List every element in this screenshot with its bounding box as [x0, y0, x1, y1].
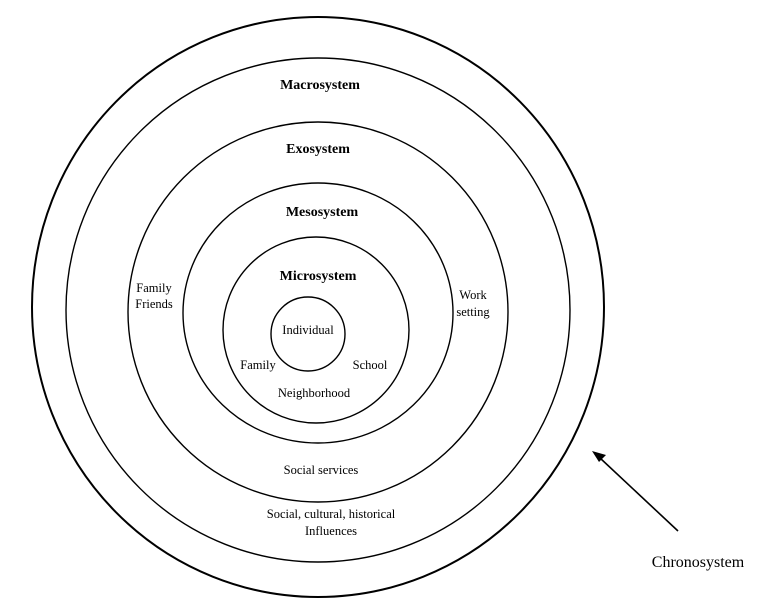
chronosystem-label: Chronosystem — [652, 554, 745, 571]
mesosystem-ring — [182, 182, 454, 444]
school-label: School — [353, 358, 388, 372]
work-setting-line2: setting — [456, 305, 490, 319]
chronosystem-arrow-head — [592, 451, 606, 462]
influences-line1: Social, cultural, historical — [267, 507, 396, 521]
macrosystem-title: Macrosystem — [280, 78, 360, 93]
microsystem-ring — [222, 236, 410, 424]
family-friends-line1: Family — [136, 281, 172, 295]
individual-circle — [270, 296, 346, 372]
influences-line2: Influences — [305, 524, 357, 538]
work-setting-line1: Work — [459, 288, 487, 302]
chronosystem-arrow-line — [599, 457, 679, 532]
exosystem-title: Exosystem — [286, 142, 350, 157]
social-services-label: Social services — [284, 463, 359, 477]
individual-label: Individual — [282, 323, 334, 337]
chronosystem-ring — [31, 16, 605, 598]
family-friends-line2: Friends — [135, 297, 173, 311]
mesosystem-title: Mesosystem — [286, 205, 359, 220]
macrosystem-ring — [65, 57, 571, 563]
neighborhood-label: Neighborhood — [278, 386, 351, 400]
family-label: Family — [240, 358, 276, 372]
microsystem-title: Microsystem — [280, 269, 357, 284]
exosystem-ring — [127, 121, 509, 503]
